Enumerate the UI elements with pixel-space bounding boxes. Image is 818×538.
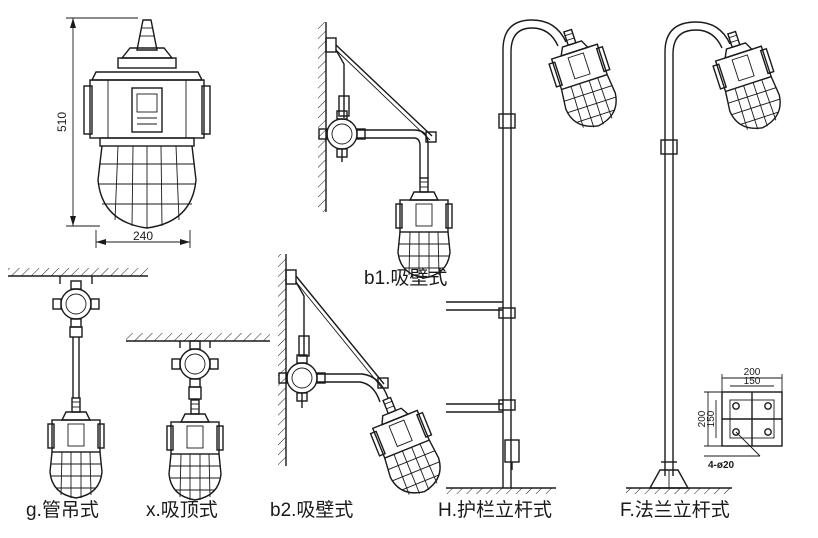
caption-h: H.护栏立杆式 <box>438 499 552 521</box>
bolt-hole-spec: 4-ø20 <box>708 460 735 471</box>
b2-wall-mount <box>278 254 451 503</box>
g-pipe-pendant <box>8 268 148 499</box>
h-guardrail-pole <box>446 19 626 494</box>
height-dimension-label: 510 <box>55 112 69 132</box>
flange-inner-height: 150 <box>706 410 717 427</box>
b1-wall-mount <box>318 22 453 279</box>
flange-outer-width: 200 <box>744 367 761 378</box>
width-dimension-label: 240 <box>133 229 153 243</box>
caption-x: x.吸顶式 <box>146 499 218 521</box>
f-flange-pole <box>626 21 790 494</box>
x-ceiling-mount <box>126 333 270 501</box>
caption-g: g.管吊式 <box>26 499 99 521</box>
flange-outer-height: 200 <box>697 410 708 427</box>
caption-b1: b1.吸壁式 <box>364 267 447 289</box>
caption-b2: b2.吸壁式 <box>270 499 353 521</box>
caption-f: F.法兰立杆式 <box>620 499 730 521</box>
flange-inner-width: 150 <box>744 376 761 387</box>
flange-plate-detail <box>704 374 783 457</box>
main-lamp-elevation <box>66 17 211 248</box>
